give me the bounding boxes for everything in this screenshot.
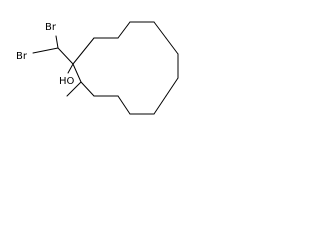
methyl-bond xyxy=(66,81,82,97)
hydroxyl-label: HO xyxy=(59,76,75,87)
hydroxyl-bond xyxy=(67,63,74,74)
bromine-left-bond xyxy=(32,47,59,54)
ring-bonds xyxy=(72,21,179,115)
ring-bond xyxy=(72,63,82,83)
bromine-label-left: Br xyxy=(16,51,28,62)
ring-bond xyxy=(80,81,95,97)
ring-bond xyxy=(165,77,179,97)
ring-bond xyxy=(165,37,179,55)
atom-labels: Br Br HO xyxy=(16,22,75,87)
ring-bond xyxy=(72,37,95,65)
ring-bond xyxy=(117,95,131,115)
bromine-top-bond xyxy=(55,35,59,49)
ring-bond xyxy=(153,21,167,39)
dibromomethyl-bond xyxy=(57,47,74,65)
chemical-structure-diagram: Br Br HO xyxy=(16,21,179,115)
structure-canvas: Br Br HO xyxy=(0,0,208,129)
ring-bond xyxy=(117,21,131,39)
ring-bond xyxy=(153,95,167,115)
bromine-label-top: Br xyxy=(45,22,57,33)
substituent-bonds xyxy=(32,35,82,97)
